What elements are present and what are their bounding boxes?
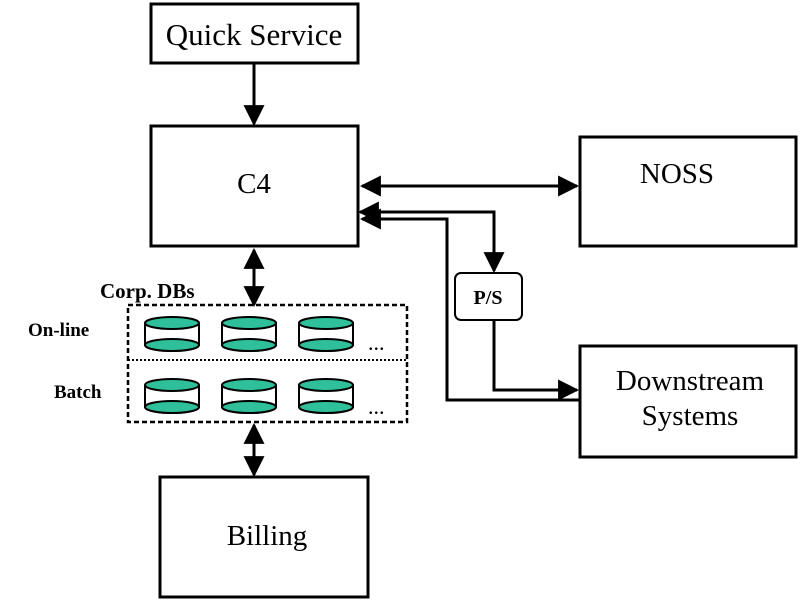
corp-dbs-group: Corp. DBs On-line Batch ... ... xyxy=(28,279,409,424)
noss-label: NOSS xyxy=(640,158,714,190)
arrow-c4-ps xyxy=(357,201,505,274)
database-disk-icon xyxy=(144,316,200,352)
quick-service-label: Quick Service xyxy=(166,17,342,52)
c4-label: C4 xyxy=(237,168,271,200)
disk-grid xyxy=(144,316,354,414)
batch-row-label: Batch xyxy=(54,382,102,403)
noss-node: NOSS xyxy=(578,135,798,248)
c4-node: C4 xyxy=(149,124,360,248)
billing-node: Billing xyxy=(158,475,370,599)
database-disk-icon xyxy=(221,316,277,352)
arrow-downstream-c4 xyxy=(359,208,580,402)
corp-dbs-frame xyxy=(126,303,409,424)
quick-service-node: Quick Service xyxy=(149,2,360,65)
downstream-label-line2: Systems xyxy=(642,400,739,432)
corp-dbs-title: Corp. DBs xyxy=(100,279,195,303)
billing-label: Billing xyxy=(227,520,308,552)
database-disk-icon xyxy=(298,378,354,414)
downstream-label-line1: Downstream xyxy=(616,365,765,397)
ps-node: P/S xyxy=(454,272,523,321)
online-row-label: On-line xyxy=(28,320,89,341)
downstream-systems-node: Downstream Systems xyxy=(578,344,798,459)
database-disk-icon xyxy=(144,378,200,414)
database-disk-icon xyxy=(298,316,354,352)
connectors xyxy=(243,63,580,478)
database-disk-icon xyxy=(221,378,277,414)
online-ellipsis: ... xyxy=(368,330,385,355)
ps-label: P/S xyxy=(474,287,503,309)
batch-ellipsis: ... xyxy=(368,394,385,419)
arrow-ps-downstream xyxy=(492,320,580,401)
